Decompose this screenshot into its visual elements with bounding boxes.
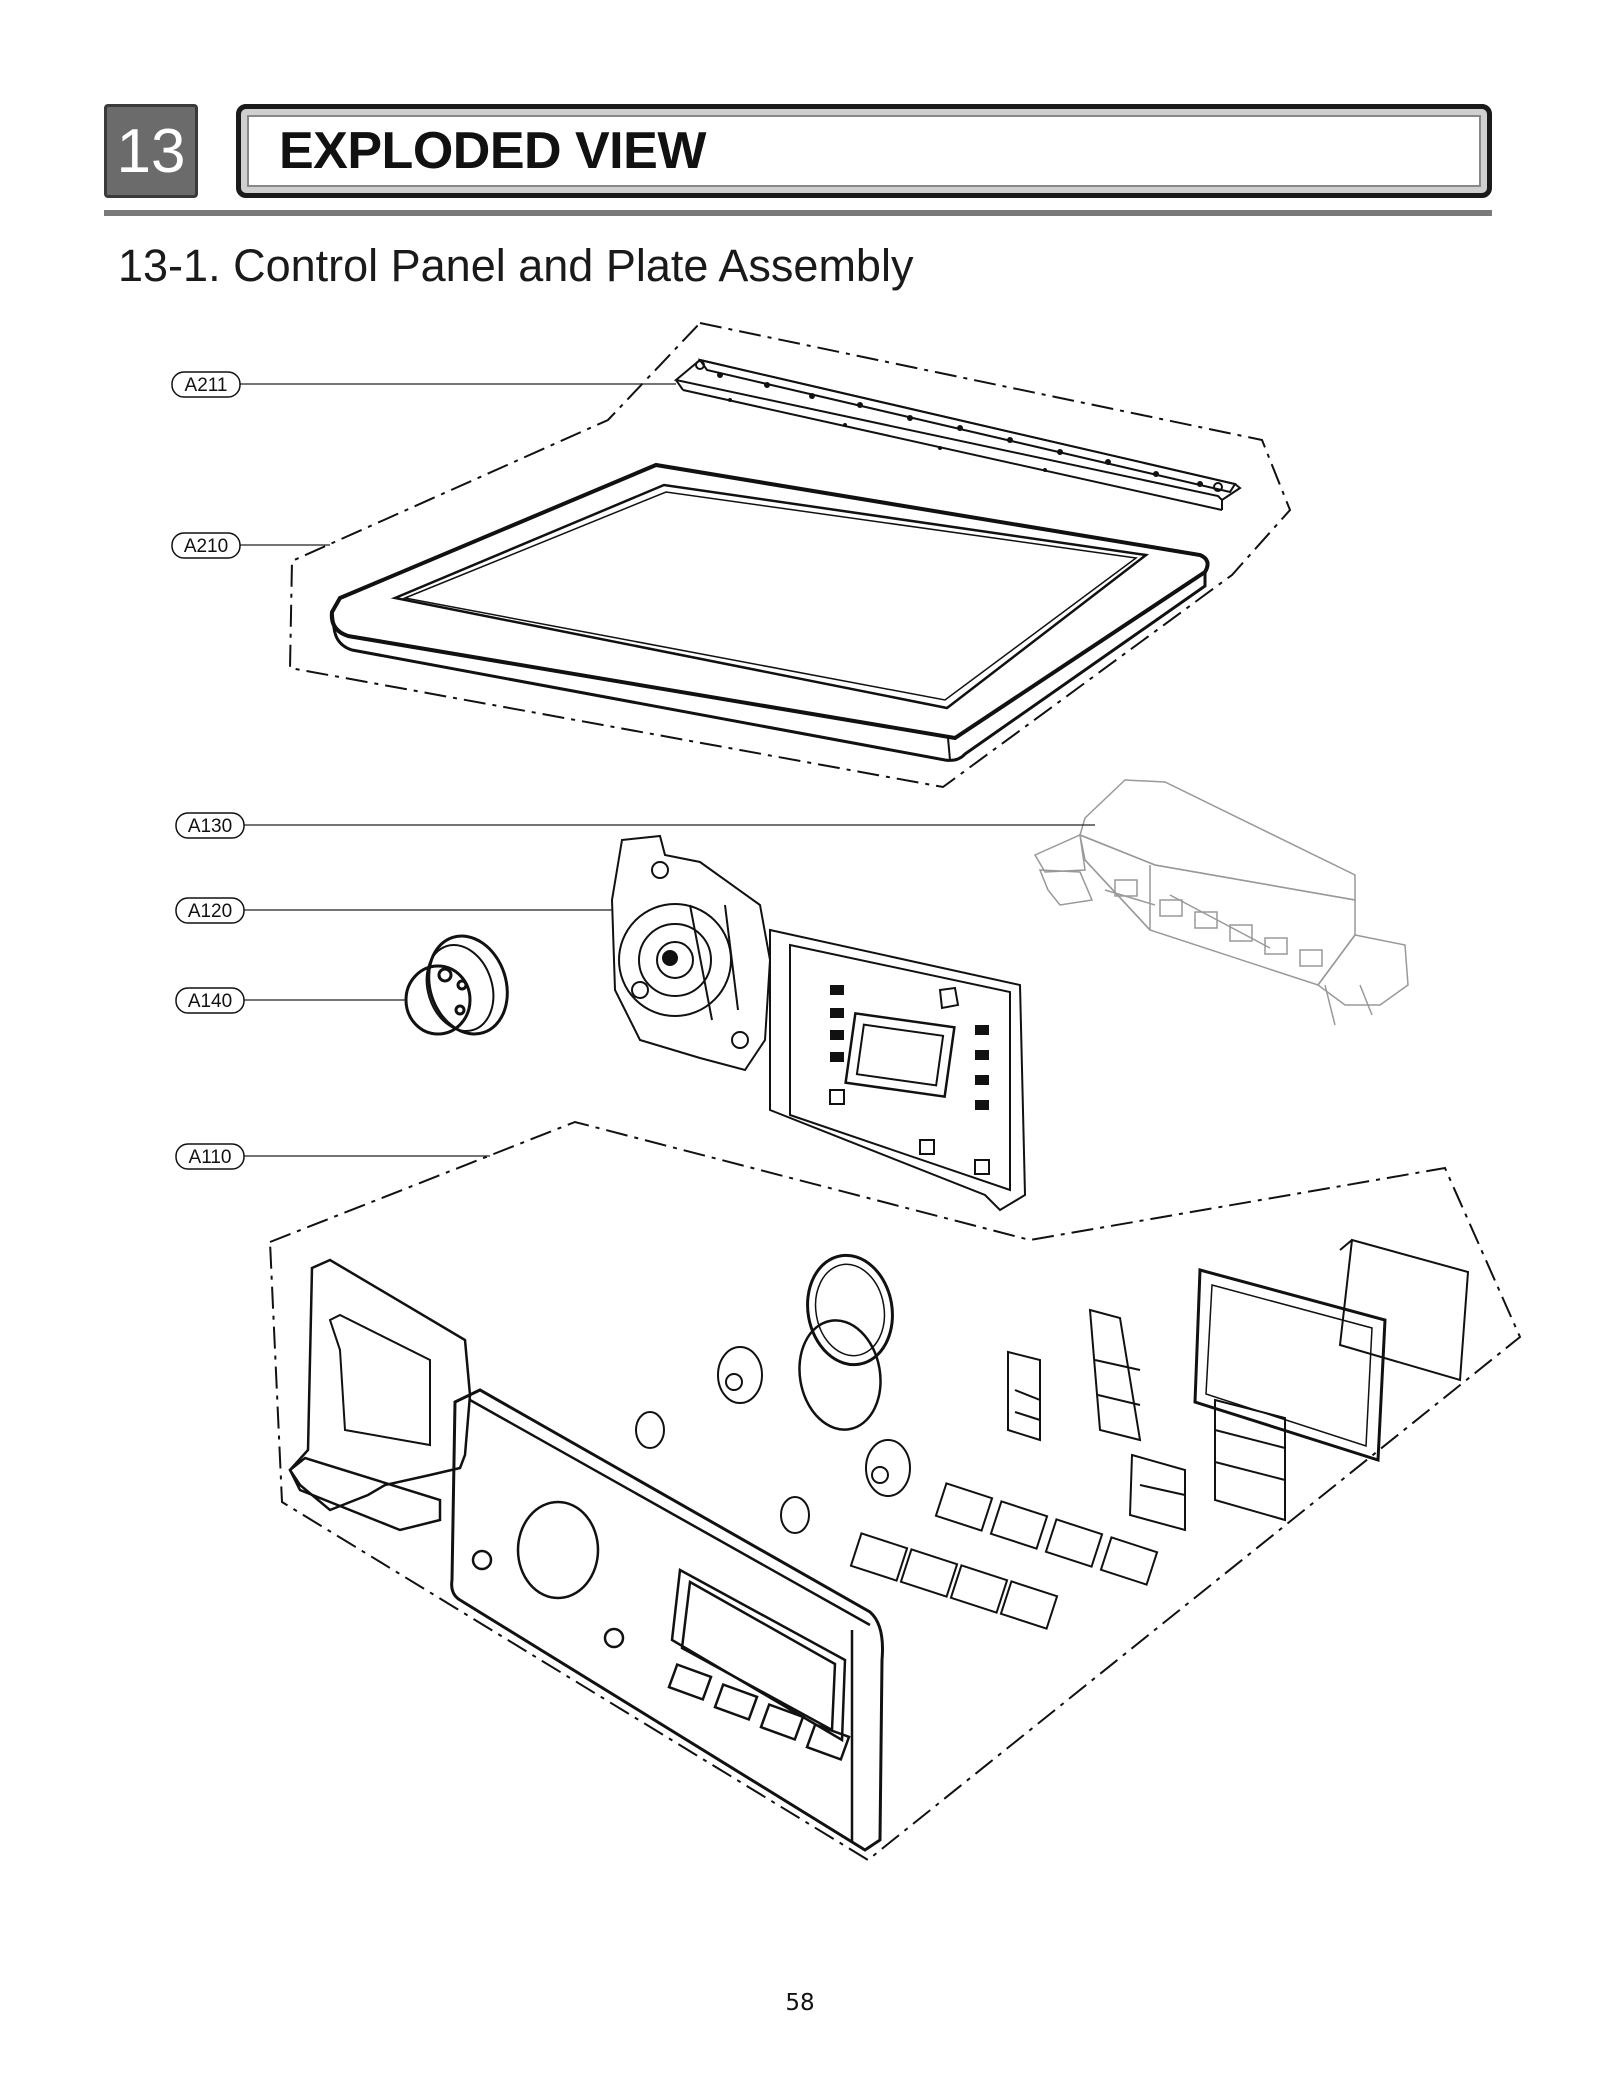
loose-switch-block-2	[1088, 1308, 1142, 1442]
page-number: 58	[785, 1990, 815, 2016]
loose-display-window-frame	[1193, 1268, 1387, 1463]
loose-power-button	[717, 1346, 763, 1404]
label-a140: A140	[175, 987, 245, 1014]
section-number: 13	[104, 104, 198, 198]
section-title: EXPLODED VIEW	[247, 115, 1481, 187]
loose-ring-large	[806, 1253, 894, 1367]
loose-button-row-lower	[849, 1532, 1059, 1630]
label-a120-text: A120	[188, 901, 232, 922]
part-a211-bracket	[673, 358, 1242, 511]
subsection-title: 13-1. Control Panel and Plate Assembly	[118, 240, 914, 291]
label-a140-text: A140	[188, 991, 232, 1012]
loose-ring-small-1	[635, 1411, 665, 1449]
loose-ring-small-2	[780, 1496, 810, 1534]
loose-ring-medium	[798, 1319, 882, 1431]
label-a211: A211	[171, 371, 241, 398]
control-panel-group-boundary	[268, 1120, 1522, 1862]
label-a120: A120	[175, 897, 245, 924]
loose-switch-block-1	[1007, 1350, 1041, 1442]
label-a210-text: A210	[184, 536, 228, 557]
loose-start-button	[865, 1439, 911, 1497]
leader-lines	[240, 383, 1095, 1157]
label-a211-text: A211	[185, 375, 228, 396]
part-a130-pcb-assembly	[1033, 779, 1409, 1026]
part-a210-top-plate	[329, 462, 1210, 762]
label-a130: A130	[175, 812, 245, 839]
label-a130-text: A130	[188, 816, 232, 837]
part-a120-control-frame	[610, 834, 1027, 1212]
part-a140-knob	[404, 934, 509, 1036]
label-a210: A210	[171, 532, 241, 559]
header-rule	[104, 210, 1492, 216]
label-a110-text: A110	[189, 1147, 232, 1168]
top-plate-group-boundary	[288, 321, 1292, 789]
loose-button-row-upper	[934, 1482, 1159, 1586]
section-title-box: EXPLODED VIEW	[236, 104, 1492, 198]
label-a110: A110	[175, 1143, 245, 1170]
loose-switch-block-3	[1128, 1453, 1186, 1532]
part-a110-control-panel	[288, 1258, 884, 1852]
loose-display-lens	[1338, 1238, 1470, 1382]
